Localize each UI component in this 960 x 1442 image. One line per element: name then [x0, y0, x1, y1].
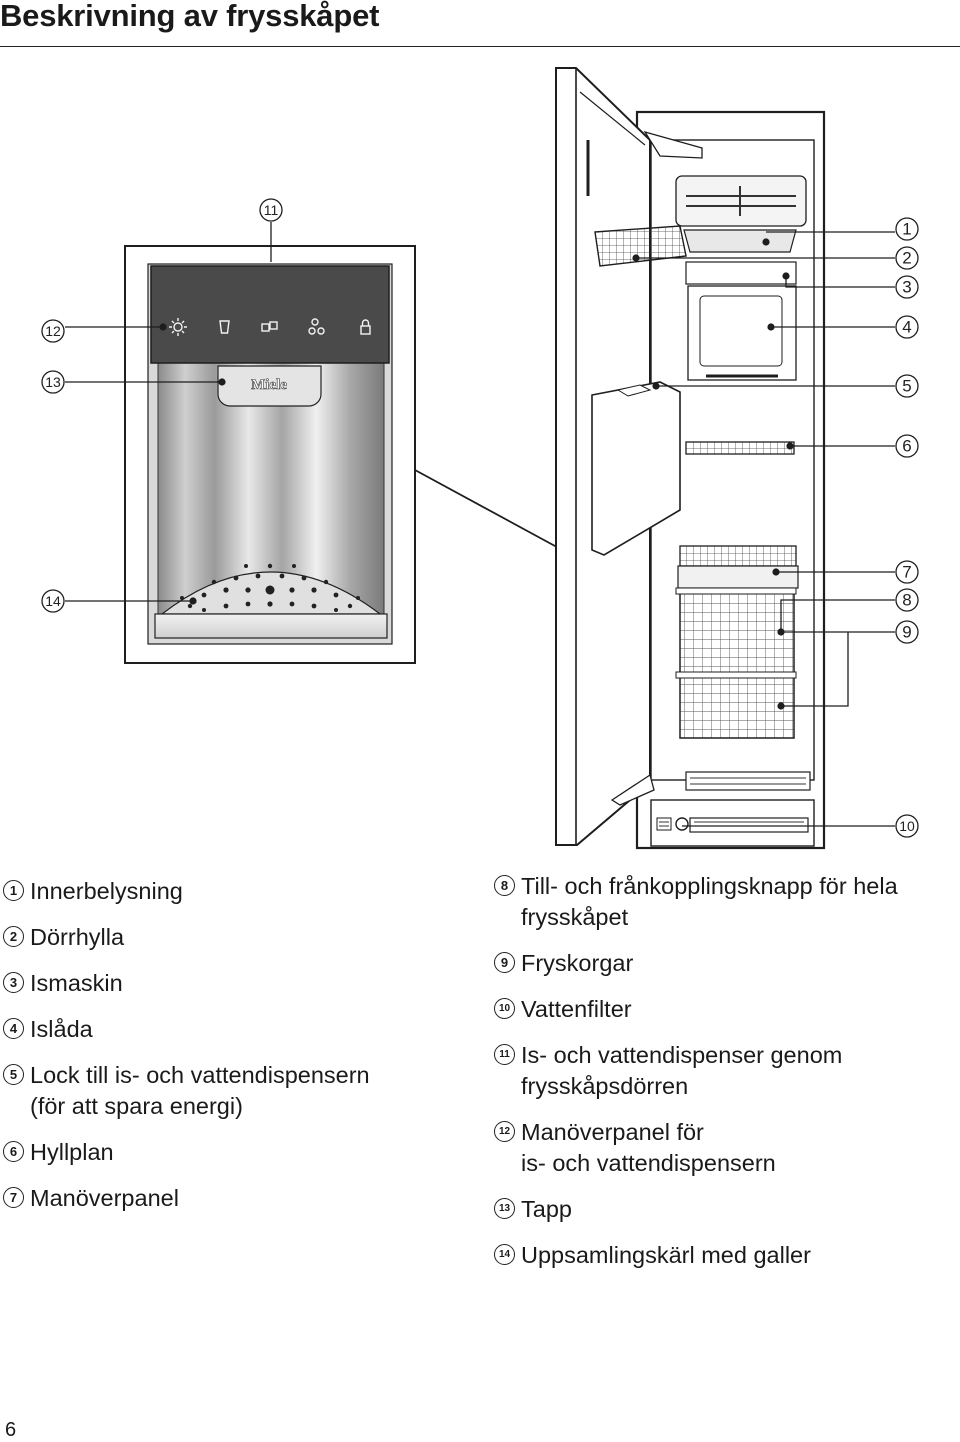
light-icon [169, 318, 187, 336]
legend-number: 8 [494, 875, 515, 896]
freezer-basket [679, 591, 795, 675]
legend-number: 3 [3, 972, 24, 993]
water-glass-icon [219, 320, 230, 334]
legend-text: Dörrhylla [30, 924, 125, 950]
callout-9: 9 [902, 623, 911, 642]
dispenser-tap [217, 365, 322, 407]
legend-number: 9 [494, 952, 515, 973]
callout-12: 12 [45, 323, 61, 339]
callout-5: 5 [902, 377, 911, 396]
legend-item: 4 Islåda [3, 1014, 453, 1045]
legend-item: 3 Ismaskin [3, 968, 453, 999]
legend-item: 12 Manöverpanel för is- och vattendispen… [494, 1117, 954, 1179]
legend-text: Innerbelysning [30, 878, 183, 904]
callout-2: 2 [902, 249, 911, 268]
ice-cubes-icon [261, 321, 278, 332]
legend-item: 7 Manöverpanel [3, 1183, 453, 1214]
interior-light [683, 229, 797, 253]
door-dispenser-housing [591, 381, 681, 556]
legend-text: Fryskorgar [521, 950, 634, 976]
lock-icon [360, 319, 371, 335]
page-number: 6 [5, 1419, 17, 1441]
legend-text: Vattenfilter [521, 996, 632, 1022]
legend-item: 5 Lock till is- och vattendispensern (fö… [3, 1060, 453, 1122]
legend-text: Till- och frånkopplingsknapp för hela fr… [521, 873, 898, 930]
legend-number: 2 [3, 926, 24, 947]
legend-text: Tapp [521, 1196, 572, 1222]
legend-number: 5 [3, 1064, 24, 1085]
legend-number: 14 [494, 1244, 515, 1265]
freezer-basket [679, 675, 795, 739]
legend-item: 2 Dörrhylla [3, 922, 453, 953]
legend-item: 6 Hyllplan [3, 1137, 453, 1168]
legend-number: 11 [494, 1044, 515, 1065]
legend-item: 9 Fryskorgar [494, 948, 954, 979]
freezer-illustration: Miele [41, 67, 919, 850]
legend-number: 1 [3, 880, 24, 901]
callout-7: 7 [902, 563, 911, 582]
callout-13: 13 [45, 374, 61, 390]
legend-number: 7 [3, 1187, 24, 1208]
dispenser-control-panel [150, 265, 390, 364]
callout-10: 10 [899, 818, 915, 834]
legend-text: Uppsamlingskärl med galler [521, 1242, 811, 1268]
door-shelf [594, 225, 687, 267]
legend-number: 10 [494, 998, 515, 1019]
legend-item: 13 Tapp [494, 1194, 954, 1225]
legend-item: 8 Till- och frånkopplingsknapp för hela … [494, 871, 954, 933]
legend-number: 6 [3, 1141, 24, 1162]
callout-11: 11 [264, 202, 279, 218]
callout-8: 8 [902, 591, 911, 610]
legend-item: 1 Innerbelysning [3, 876, 453, 907]
legend-text: Manöverpanel för is- och vattendispenser… [521, 1119, 776, 1176]
legend-item: 14 Uppsamlingskärl med galler [494, 1240, 954, 1271]
callout-14: 14 [45, 593, 61, 609]
callout-3: 3 [902, 278, 911, 297]
legend-text: Lock till is- och vattendispensern (för … [30, 1062, 370, 1119]
control-panel [677, 565, 799, 589]
legend-number: 4 [3, 1018, 24, 1039]
legend-text: Hyllplan [30, 1139, 114, 1165]
dispenser-detail: Miele [124, 245, 416, 664]
legend-item: 10 Vattenfilter [494, 994, 954, 1025]
legend-item: 11 Is- och vattendispenser genom frysskå… [494, 1040, 954, 1102]
title-divider [0, 46, 960, 47]
legend-text: Ismaskin [30, 970, 123, 996]
legend-number: 12 [494, 1121, 515, 1142]
callout-6: 6 [902, 437, 911, 456]
callout-4: 4 [902, 318, 911, 337]
legend-number: 13 [494, 1198, 515, 1219]
freezer-cabinet [555, 67, 826, 850]
crushed-ice-icon [308, 318, 325, 335]
brand-logo: Miele [251, 377, 287, 393]
legend-text: Islåda [30, 1016, 93, 1042]
callout-markers [41, 198, 919, 838]
shelf [685, 441, 795, 455]
callout-1: 1 [902, 220, 911, 239]
page-title: Beskrivning av frysskåpet [0, 0, 380, 33]
ice-maker [685, 261, 797, 285]
legend-text: Manöverpanel [30, 1185, 179, 1211]
legend-left: 1 Innerbelysning 2 Dörrhylla 3 Ismaskin … [3, 876, 453, 1229]
water-filter [689, 817, 809, 833]
legend-right: 8 Till- och frånkopplingsknapp för hela … [494, 871, 954, 1286]
legend-text: Is- och vattendispenser genom frysskåpsd… [521, 1042, 843, 1099]
